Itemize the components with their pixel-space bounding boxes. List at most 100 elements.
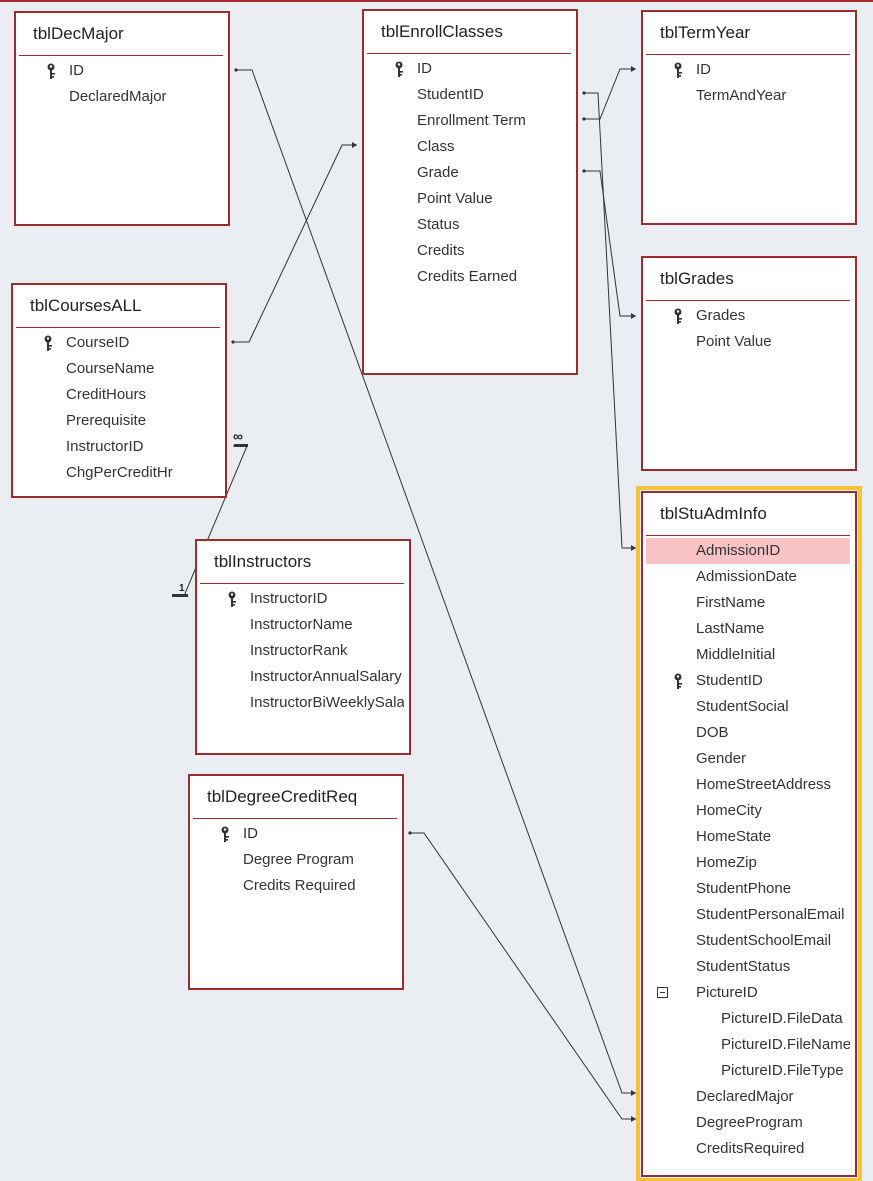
field-label: Degree Program (243, 851, 354, 868)
field-label: PictureID (696, 984, 758, 1001)
table-title[interactable]: tblGrades (646, 258, 850, 301)
table-title[interactable]: tblDecMajor (19, 13, 223, 56)
table-tblgrades[interactable]: tblGrades Grades Point Value (641, 256, 857, 471)
field-point-value[interactable]: Point Value (367, 186, 571, 212)
field-label: Prerequisite (66, 412, 147, 429)
field-label: InstructorBiWeeklySala (250, 694, 404, 711)
field-label: Enrollment Term (417, 112, 526, 129)
field-enrollment-term[interactable]: Enrollment Term (367, 108, 571, 134)
field-homestate[interactable]: HomeState (646, 824, 850, 850)
field-homecity[interactable]: HomeCity (646, 798, 850, 824)
field-label: Credits Required (243, 877, 356, 894)
field-label: InstructorRank (250, 642, 348, 659)
field-studentstatus[interactable]: StudentStatus (646, 954, 850, 980)
field-homestreetaddress[interactable]: HomeStreetAddress (646, 772, 850, 798)
field-label: InstructorName (250, 616, 353, 633)
field-declaredmajor[interactable]: DeclaredMajor (646, 1084, 850, 1110)
field-label: MiddleInitial (696, 646, 776, 663)
field-grade[interactable]: Grade (367, 160, 571, 186)
table-tbldecmajor[interactable]: tblDecMajor ID DeclaredMajor (14, 11, 230, 226)
field-studentid[interactable]: StudentID (367, 82, 571, 108)
relationship-line-student (584, 92, 636, 549)
field-instructorname[interactable]: InstructorName (200, 612, 404, 638)
field-credits-required[interactable]: Credits Required (193, 873, 397, 899)
field-label: LastName (696, 620, 765, 637)
field-termandyear[interactable]: TermAndYear (646, 83, 850, 109)
field-prerequisite[interactable]: Prerequisite (16, 408, 220, 434)
field-firstname[interactable]: FirstName (646, 590, 850, 616)
one-side-label: 1 (179, 583, 185, 594)
field-degree-program[interactable]: Degree Program (193, 847, 397, 873)
field-credits[interactable]: Credits (367, 238, 571, 264)
field-pictureid-filetype[interactable]: PictureID.FileType (646, 1058, 850, 1084)
field-label: StudentSchoolEmail (696, 932, 832, 949)
field-id[interactable]: ID (367, 56, 571, 82)
field-label: ID (417, 60, 432, 77)
table-tblstuadminfo[interactable]: tblStuAdmInfo AdmissionID AdmissionDate … (636, 486, 862, 1181)
field-label: Credits Earned (417, 268, 518, 285)
table-tbltermyear[interactable]: tblTermYear ID TermAndYear (641, 10, 857, 225)
field-studentphone[interactable]: StudentPhone (646, 876, 850, 902)
table-title[interactable]: tblTermYear (646, 12, 850, 55)
field-admissionid[interactable]: AdmissionID (646, 538, 850, 564)
field-dob[interactable]: DOB (646, 720, 850, 746)
field-lastname[interactable]: LastName (646, 616, 850, 642)
field-label: HomeCity (696, 802, 762, 819)
primary-key-icon (395, 61, 403, 77)
field-point-value[interactable]: Point Value (646, 329, 850, 355)
field-instructorannualsalary[interactable]: InstructorAnnualSalary (200, 664, 404, 690)
collapse-icon[interactable] (657, 987, 668, 998)
field-pictureid-filename[interactable]: PictureID.FileName (646, 1032, 850, 1058)
field-instructorid[interactable]: InstructorID (16, 434, 220, 460)
field-middleinitial[interactable]: MiddleInitial (646, 642, 850, 668)
field-courseid[interactable]: CourseID (16, 330, 220, 356)
field-studentid[interactable]: StudentID (646, 668, 850, 694)
field-pictureid[interactable]: PictureID (646, 980, 850, 1006)
field-chgpercredithr[interactable]: ChgPerCreditHr (16, 460, 220, 486)
table-tbldegreecreditreq[interactable]: tblDegreeCreditReq ID Degree Program Cre… (188, 774, 404, 990)
field-homezip[interactable]: HomeZip (646, 850, 850, 876)
field-label: PictureID.FileName (721, 1036, 850, 1053)
table-title[interactable]: tblStuAdmInfo (646, 493, 850, 536)
field-label: AdmissionID (696, 542, 781, 559)
table-title[interactable]: tblInstructors (200, 541, 404, 584)
field-creditsrequired[interactable]: CreditsRequired (646, 1136, 850, 1162)
field-credits-earned[interactable]: Credits Earned (367, 264, 571, 290)
field-instructorid[interactable]: InstructorID (200, 586, 404, 612)
field-label: ID (243, 825, 258, 842)
field-label: Class (417, 138, 455, 155)
field-id[interactable]: ID (19, 58, 223, 84)
field-studentsocial[interactable]: StudentSocial (646, 694, 850, 720)
field-studentschoolemail[interactable]: StudentSchoolEmail (646, 928, 850, 954)
field-status[interactable]: Status (367, 212, 571, 238)
relationship-line-term (584, 68, 636, 120)
field-grades[interactable]: Grades (646, 303, 850, 329)
field-gender[interactable]: Gender (646, 746, 850, 772)
field-label: StudentPhone (696, 880, 792, 897)
field-instructorrank[interactable]: InstructorRank (200, 638, 404, 664)
table-tblinstructors[interactable]: tblInstructors InstructorID InstructorNa… (195, 539, 411, 755)
field-label: TermAndYear (696, 87, 787, 104)
field-label: Grade (417, 164, 459, 181)
field-studentpersonalemail[interactable]: StudentPersonalEmail (646, 902, 850, 928)
field-pictureid-filedata[interactable]: PictureID.FileData (646, 1006, 850, 1032)
field-admissiondate[interactable]: AdmissionDate (646, 564, 850, 590)
field-class[interactable]: Class (367, 134, 571, 160)
table-title[interactable]: tblCoursesALL (16, 285, 220, 328)
field-label: CourseID (66, 334, 130, 351)
field-id[interactable]: ID (193, 821, 397, 847)
field-instructorbiweeklysalary[interactable]: InstructorBiWeeklySala (200, 690, 404, 716)
field-label: DegreeProgram (696, 1114, 803, 1131)
field-coursename[interactable]: CourseName (16, 356, 220, 382)
field-label: Grades (696, 307, 746, 324)
field-label: CourseName (66, 360, 155, 377)
field-id[interactable]: ID (646, 57, 850, 83)
field-degreeprogram[interactable]: DegreeProgram (646, 1110, 850, 1136)
table-title[interactable]: tblEnrollClasses (367, 11, 571, 54)
table-tblenrollclasses[interactable]: tblEnrollClasses ID StudentID Enrollment… (362, 9, 578, 375)
field-declaredmajor[interactable]: DeclaredMajor (19, 84, 223, 110)
table-title[interactable]: tblDegreeCreditReq (193, 776, 397, 819)
table-tblcoursesall[interactable]: tblCoursesALL CourseID CourseName Credit… (11, 283, 227, 498)
field-credithours[interactable]: CreditHours (16, 382, 220, 408)
field-label: HomeZip (696, 854, 757, 871)
